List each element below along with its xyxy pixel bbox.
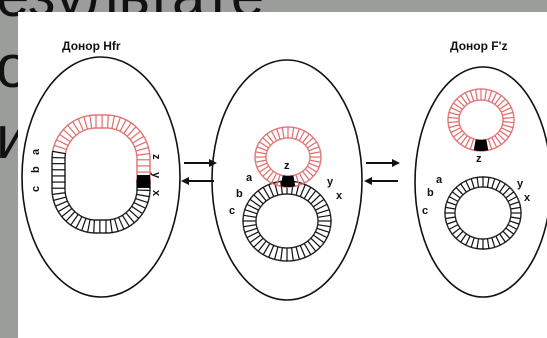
fprime-chromosome — [444, 176, 522, 250]
middle-chromosome — [242, 180, 332, 262]
middle-label-c: c — [229, 205, 235, 217]
middle-label-y: y — [327, 176, 334, 188]
hfr-label-y: y — [150, 172, 162, 179]
arrows-middle-to-fprime — [364, 159, 400, 185]
cell-fprime — [414, 66, 547, 298]
hfr-label-a: a — [30, 148, 42, 155]
fprime-plasmid — [447, 88, 515, 152]
fprime-label-c: c — [422, 205, 428, 217]
fprime-label-a: a — [436, 174, 443, 186]
middle-label-b: b — [236, 188, 243, 200]
middle-f-factor — [254, 126, 322, 188]
cell-hfr — [21, 56, 181, 298]
fprime-label-b: b — [427, 187, 434, 199]
arrows-hfr-to-middle — [181, 159, 217, 185]
fprime-label-x: x — [524, 192, 531, 204]
fprime-label-y: y — [517, 178, 524, 190]
title-hfr: Донор Hfr — [62, 39, 121, 53]
middle-label-x: x — [336, 190, 343, 202]
fprime-label-z: z — [476, 153, 482, 165]
hfr-chromosome — [51, 114, 151, 234]
hfr-label-c: c — [30, 186, 42, 192]
middle-label-z: z — [284, 160, 290, 172]
middle-label-a: a — [246, 172, 253, 184]
hfr-label-b: b — [30, 166, 42, 173]
title-fprime: Донор F'z — [450, 39, 507, 53]
hfr-label-z: z — [150, 154, 162, 160]
hfr-label-x: x — [150, 190, 162, 197]
